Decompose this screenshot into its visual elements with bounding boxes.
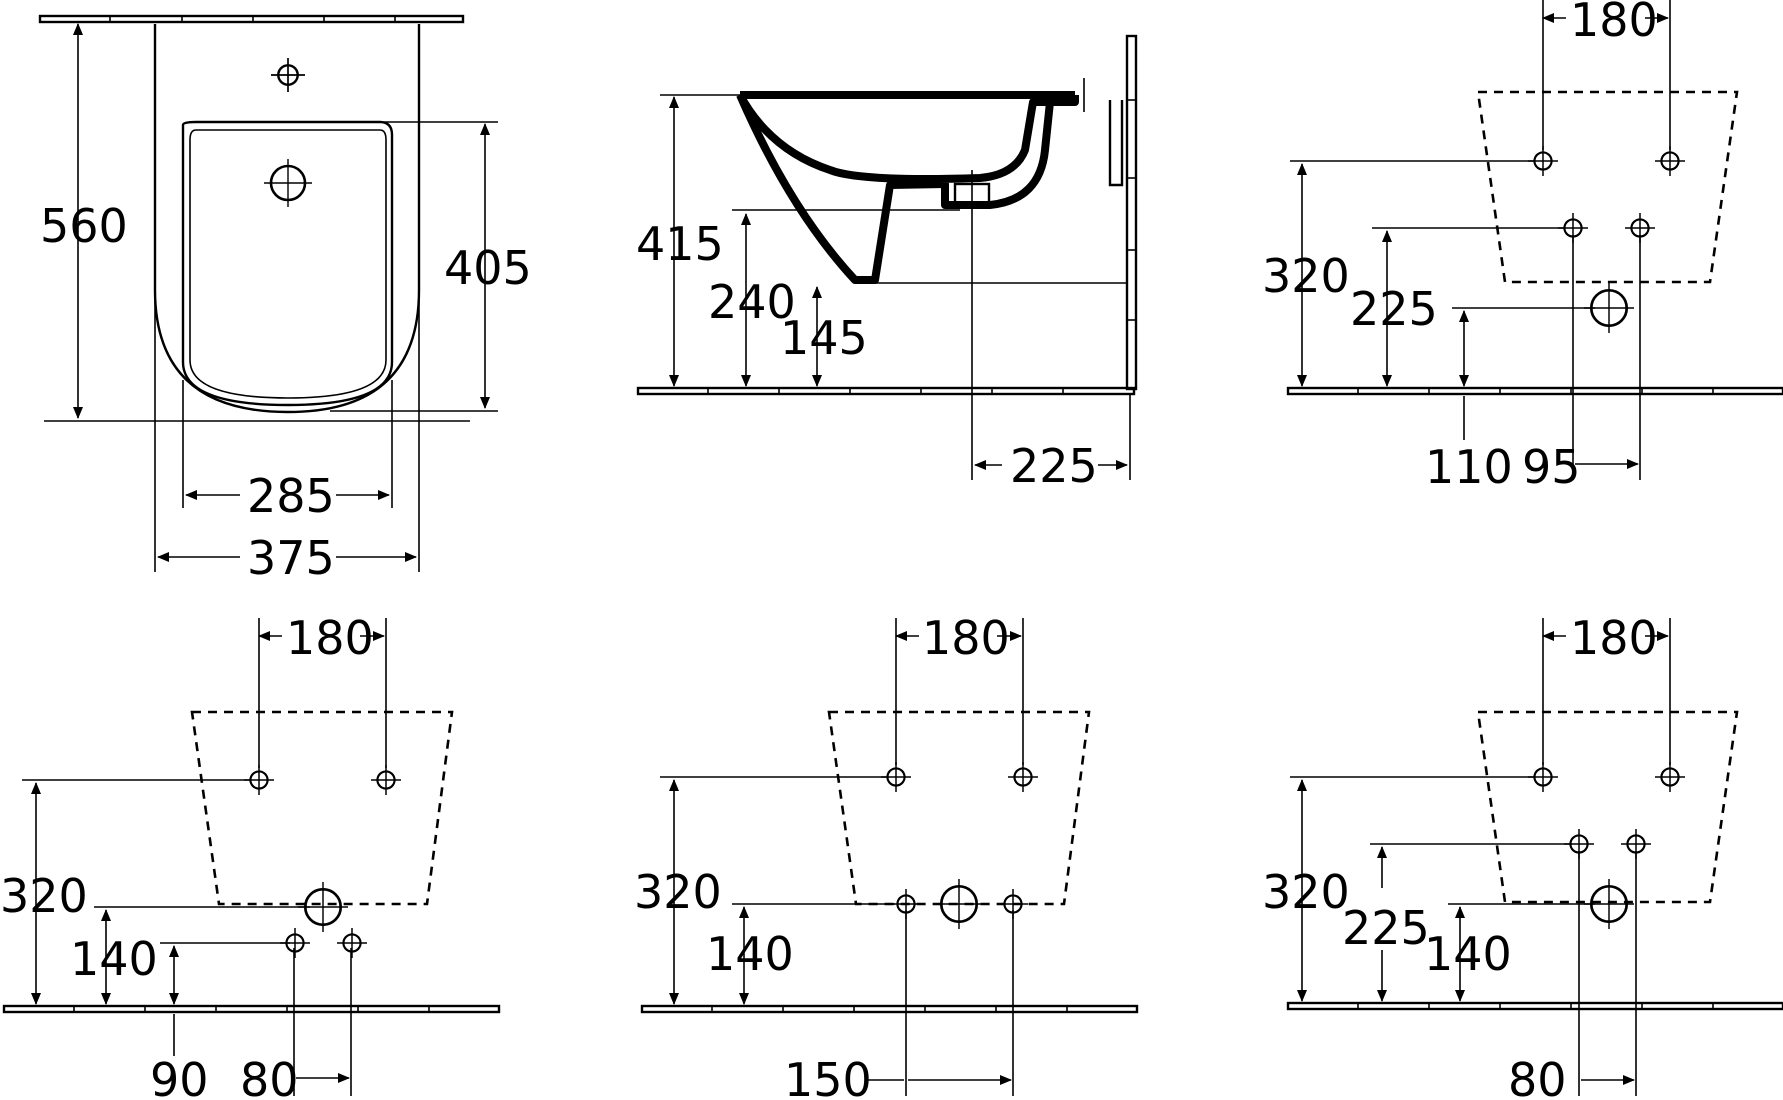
dim-140: 140 bbox=[70, 932, 158, 986]
dim-225-depth: 225 bbox=[1010, 439, 1098, 493]
install-diagram-b: 180 320 140 90 80 bbox=[0, 611, 501, 1100]
dim-140: 140 bbox=[706, 927, 794, 981]
fixing-hole-icon bbox=[371, 765, 401, 795]
wall-line-top bbox=[38, 14, 465, 24]
dim-285: 285 bbox=[247, 469, 335, 523]
bidet-profile bbox=[736, 91, 1079, 284]
dim-320: 320 bbox=[1262, 865, 1350, 919]
floor-line-side bbox=[636, 386, 1136, 396]
install-diagram-c: 180 320 140 150 bbox=[634, 611, 1139, 1100]
dim-180: 180 bbox=[1570, 611, 1658, 665]
floor-line-a bbox=[1286, 386, 1783, 396]
dim-80: 80 bbox=[1508, 1053, 1567, 1100]
dim-145: 145 bbox=[780, 311, 868, 365]
bidet-silhouette-dashed bbox=[1476, 90, 1739, 284]
tap-hole-icon bbox=[271, 58, 305, 92]
bidet-bowl-inner bbox=[181, 120, 394, 407]
fixing-hole-icon bbox=[1655, 146, 1685, 176]
dim-560: 560 bbox=[40, 199, 128, 253]
dim-110: 110 bbox=[1425, 440, 1513, 494]
dim-95: 95 bbox=[1522, 440, 1581, 494]
floor-line-c bbox=[640, 1004, 1139, 1014]
dim-180: 180 bbox=[922, 611, 1010, 665]
floor-line-d bbox=[1286, 1001, 1783, 1011]
dim-405: 405 bbox=[444, 241, 532, 295]
top-view: 560 405 285 375 bbox=[38, 14, 532, 585]
dim-240: 240 bbox=[708, 275, 796, 329]
fixing-hole-icon bbox=[1655, 762, 1685, 792]
dim-150: 150 bbox=[784, 1053, 872, 1100]
dim-80: 80 bbox=[240, 1053, 299, 1100]
dim-140: 140 bbox=[1424, 927, 1512, 981]
bidet-silhouette-dashed bbox=[190, 710, 454, 906]
fixing-hole-icon bbox=[1008, 762, 1038, 792]
bidet-outline-outer bbox=[153, 24, 421, 414]
dim-90: 90 bbox=[150, 1053, 209, 1100]
floor-line-b bbox=[2, 1004, 501, 1014]
dim-180: 180 bbox=[286, 611, 374, 665]
dim-225: 225 bbox=[1342, 901, 1430, 955]
install-diagram-d: 180 320 225 140 80 bbox=[1262, 611, 1783, 1100]
water-supply-icon bbox=[337, 928, 367, 958]
bidet-silhouette-dashed bbox=[1476, 710, 1739, 904]
dim-415: 415 bbox=[636, 217, 724, 271]
wall-side bbox=[1125, 34, 1138, 391]
drain-hole-icon bbox=[264, 159, 312, 207]
dim-225: 225 bbox=[1350, 282, 1438, 336]
dim-375: 375 bbox=[247, 531, 335, 585]
bidet-silhouette-dashed bbox=[827, 710, 1091, 906]
dim-180: 180 bbox=[1570, 0, 1658, 47]
dim-320: 320 bbox=[0, 869, 88, 923]
side-view: 415 240 145 225 bbox=[636, 34, 1138, 493]
dim-320: 320 bbox=[1262, 249, 1350, 303]
drain-connection-icon bbox=[934, 879, 984, 929]
dim-320: 320 bbox=[634, 865, 722, 919]
install-diagram-a: 180 320 225 110 95 bbox=[1262, 0, 1783, 494]
